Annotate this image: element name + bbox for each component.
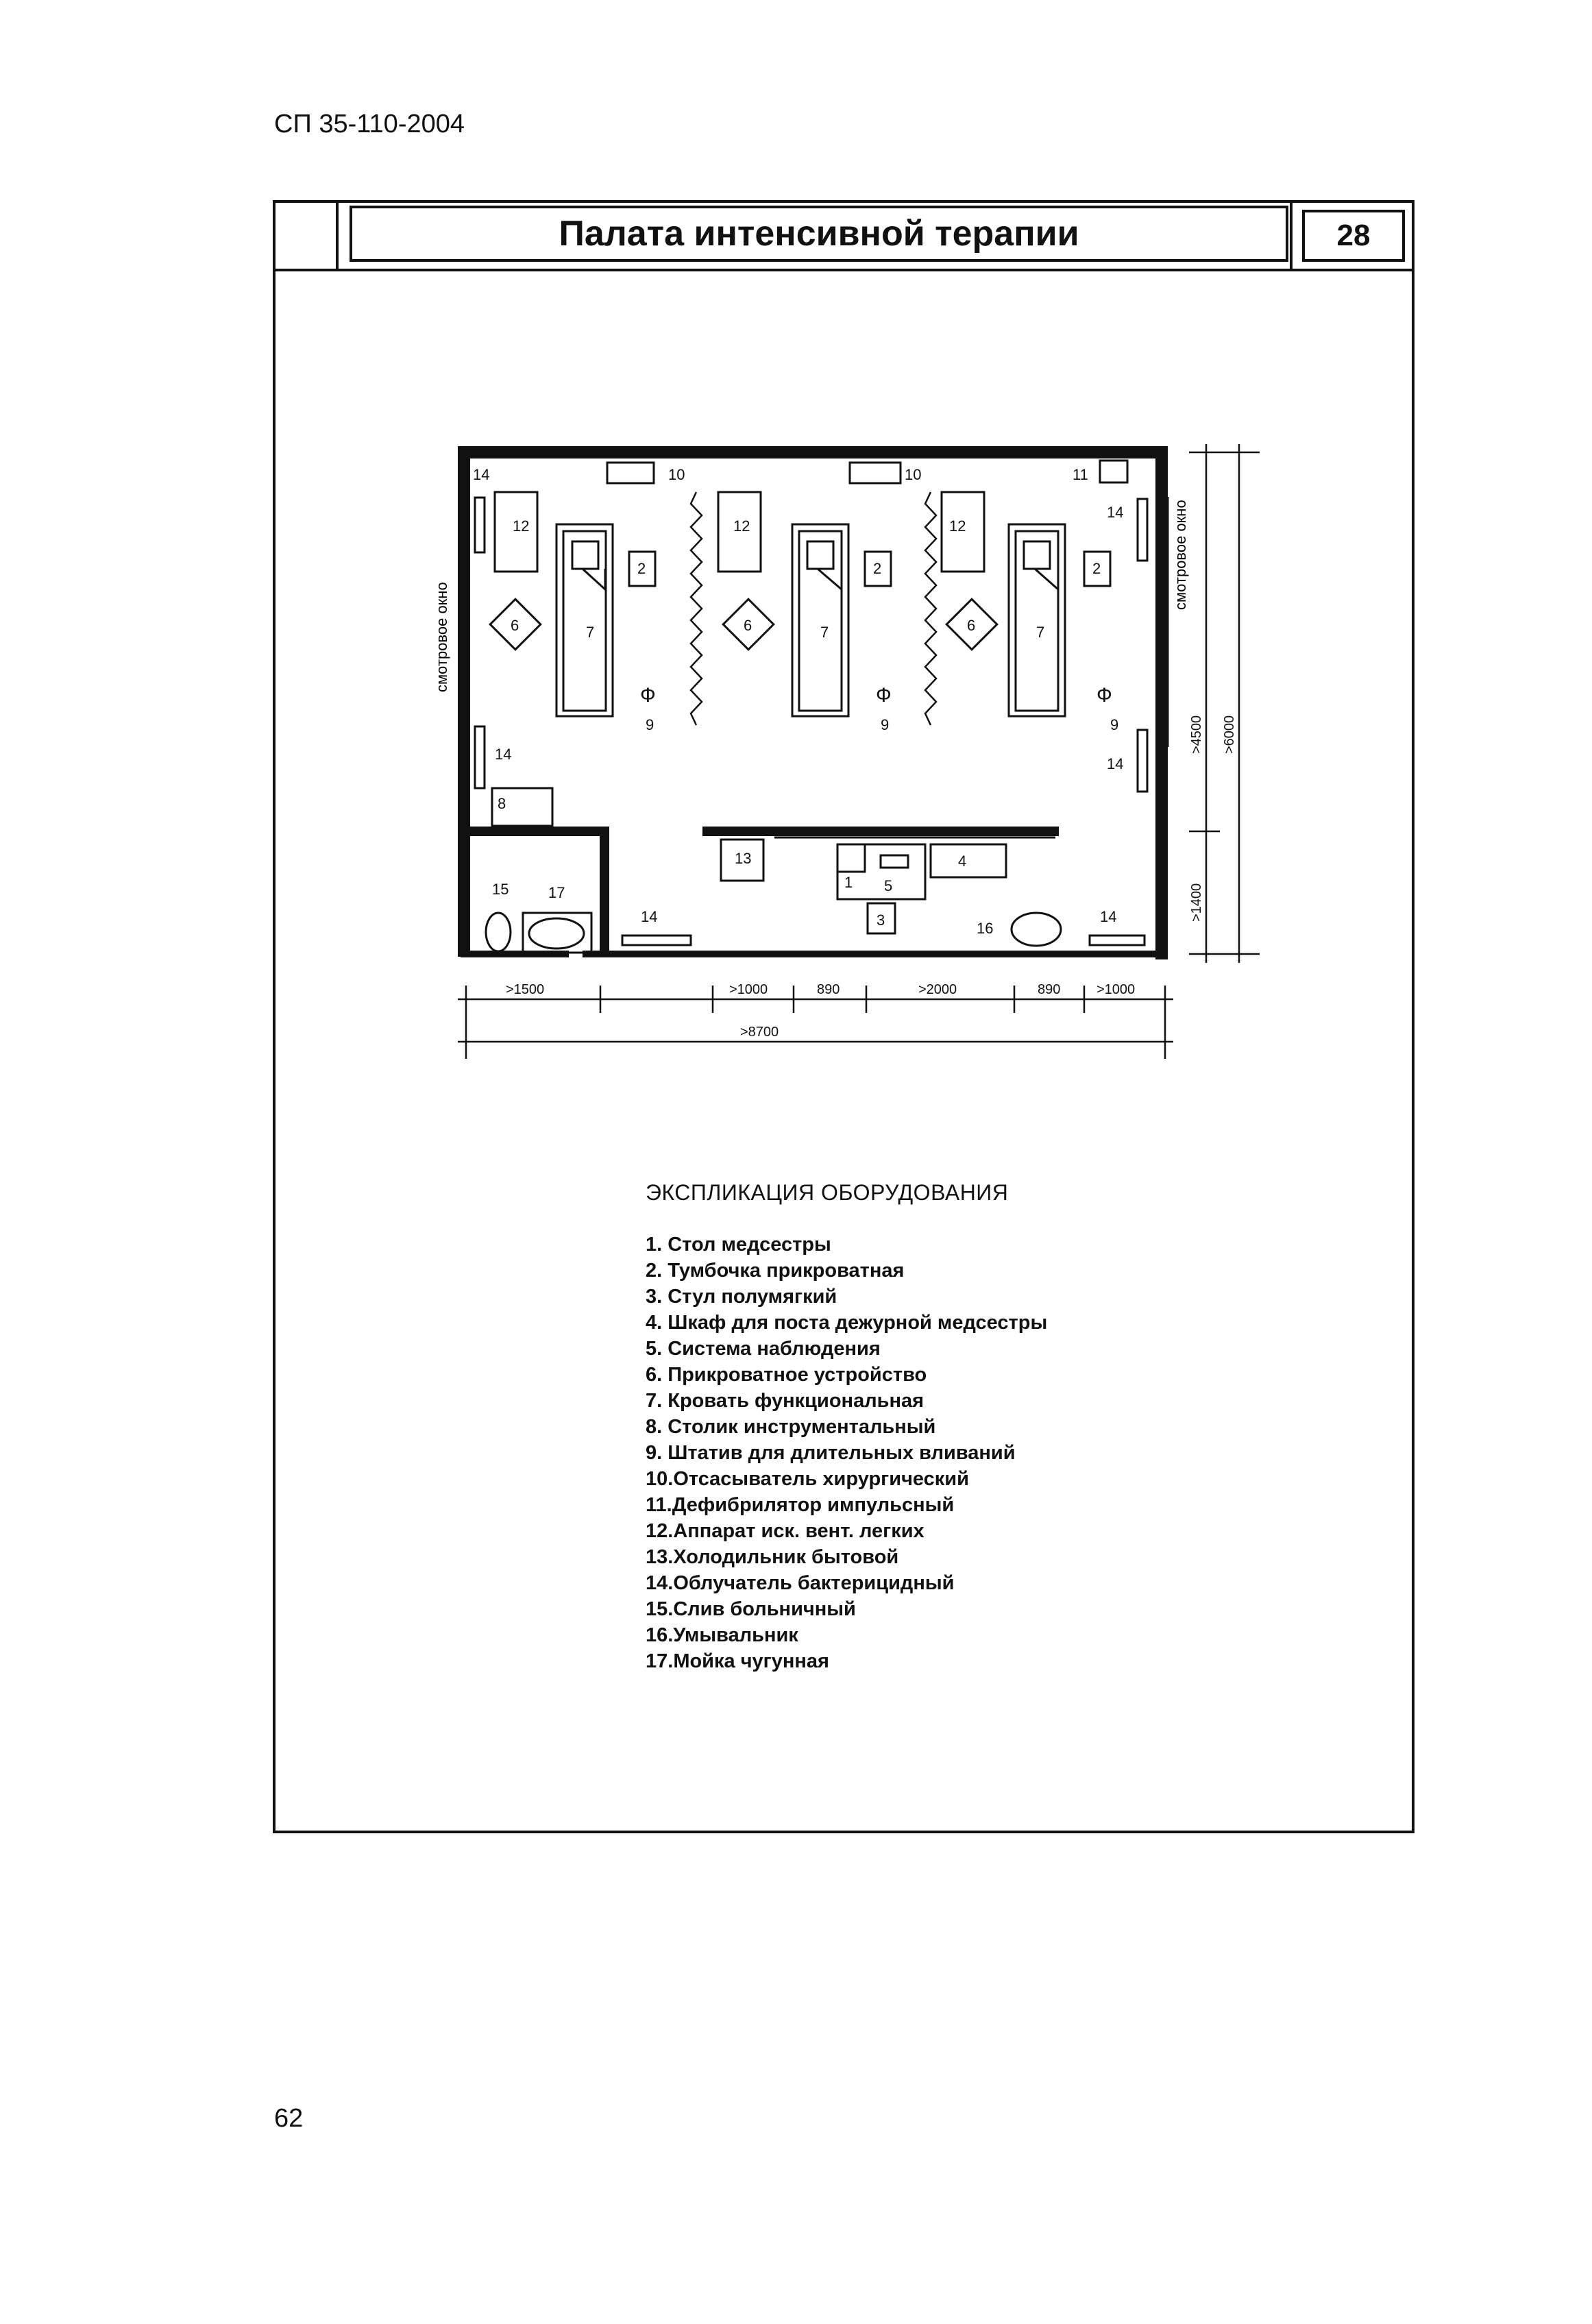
legend-item: 17.Мойка чугунная [646, 1650, 829, 1672]
mark-14: 14 [1107, 504, 1123, 521]
sheet-number-cell: 28 [1290, 203, 1415, 269]
bed-zones [485, 491, 1146, 954]
dim-8700: >8700 [740, 1025, 779, 1040]
stand-symbol: Ф [1097, 684, 1112, 707]
mark-12: 12 [949, 517, 966, 535]
equipment-legend: ЭКСПЛИКАЦИЯ ОБОРУДОВАНИЯ 1. Стол медсест… [646, 1180, 1047, 1674]
mark-14: 14 [473, 466, 489, 483]
mark-16: 16 [977, 920, 993, 937]
mark-5: 5 [884, 877, 892, 894]
legend-item: 1. Стол медсестры [646, 1234, 831, 1256]
mark-11: 11 [1073, 466, 1088, 483]
dim-1400: >1400 [1189, 883, 1204, 922]
sheet-number: 28 [1302, 210, 1405, 262]
legend-item: 5. Система наблюдения [646, 1338, 881, 1360]
legend-item: 12.Аппарат иск. вент. легких [646, 1520, 924, 1542]
header-left-cell [275, 203, 339, 269]
dim-1500: >1500 [506, 982, 544, 997]
legend-item: 14.Облучатель бактерицидный [646, 1572, 955, 1594]
mark-2: 2 [1092, 560, 1101, 577]
legend-list: 1. Стол медсестры 2. Тумбочка прикроватн… [646, 1232, 1047, 1674]
legend-item: 9. Штатив для длительных вливаний [646, 1442, 1016, 1464]
mark-1: 1 [844, 874, 853, 891]
mark-7: 7 [586, 624, 594, 641]
mark-7: 7 [1036, 624, 1044, 641]
mark-7: 7 [820, 624, 829, 641]
mark-6: 6 [744, 617, 752, 634]
mark-14: 14 [641, 908, 657, 925]
legend-item: 10.Отсасыватель хирургический [646, 1468, 969, 1490]
top-equipment [606, 459, 1129, 485]
mark-6: 6 [511, 617, 519, 634]
mark-2: 2 [873, 560, 881, 577]
mark-8: 8 [498, 795, 506, 812]
stand-symbol: Ф [876, 684, 892, 707]
window-label-right: смотровое окно [1172, 500, 1189, 610]
legend-item: 15.Слив больничный [646, 1598, 856, 1620]
plan-marks: 14 10 10 11 14 12 12 12 2 2 2 6 6 6 7 7 … [473, 466, 1123, 937]
dim-4500: >4500 [1189, 715, 1204, 754]
partition-walls [461, 827, 1059, 956]
dim-1000-left: >1000 [729, 982, 768, 997]
mark-17: 17 [548, 884, 565, 901]
mark-2: 2 [637, 560, 646, 577]
legend-item: 11.Дефибрилятор импульсный [646, 1494, 955, 1516]
mark-12: 12 [733, 517, 750, 535]
mark-9: 9 [881, 716, 889, 733]
dimension-labels-bottom: >1500 >1000 890 >2000 890 >1000 >8700 [506, 982, 1135, 1040]
mark-13: 13 [735, 850, 751, 867]
legend-title: ЭКСПЛИКАЦИЯ ОБОРУДОВАНИЯ [646, 1180, 1009, 1205]
mark-10: 10 [668, 466, 685, 483]
mark-9: 9 [646, 716, 654, 733]
legend-item: 16.Умывальник [646, 1624, 798, 1646]
mark-3: 3 [877, 912, 885, 929]
legend-item: 13.Холодильник бытовой [646, 1546, 899, 1568]
mark-12: 12 [513, 517, 529, 535]
dim-890-left: 890 [817, 982, 840, 997]
document-code: СП 35-110-2004 [274, 110, 465, 138]
legend-item: 2. Тумбочка прикроватная [646, 1260, 905, 1282]
mark-6: 6 [967, 617, 975, 634]
dims-bottom [458, 986, 1173, 1059]
legend-item: 8. Столик инструментальный [646, 1416, 936, 1438]
bed-heads [581, 567, 1060, 592]
window-label-left: смотровое окно [433, 582, 450, 692]
mark-14: 14 [495, 746, 511, 763]
legend-item: 7. Кровать функциональная [646, 1390, 924, 1412]
dims-right [1189, 444, 1260, 963]
curtains [689, 491, 938, 726]
mark-15: 15 [492, 881, 509, 898]
sheet-frame [273, 200, 1415, 1833]
mark-14: 14 [1100, 908, 1116, 925]
mark-10: 10 [905, 466, 921, 483]
dim-6000: >6000 [1222, 715, 1237, 754]
dim-1000-right: >1000 [1097, 982, 1135, 997]
sheet-title: Палата интенсивной терапии [350, 206, 1288, 262]
windows [467, 496, 1169, 793]
dimension-labels-right: >4500 >1400 >6000 [1189, 715, 1237, 922]
legend-item: 3. Стул полумягкий [646, 1286, 837, 1308]
mark-9: 9 [1110, 716, 1118, 733]
outer-walls [458, 446, 1168, 959]
dim-890-right: 890 [1038, 982, 1060, 997]
sheet-header [275, 203, 1412, 271]
legend-item: 6. Прикроватное устройство [646, 1364, 927, 1386]
mark-14: 14 [1107, 755, 1123, 772]
stand-symbol: Ф [640, 684, 656, 707]
legend-item: 4. Шкаф для поста дежурной медсестры [646, 1312, 1048, 1334]
mark-4: 4 [958, 853, 966, 870]
page-number: 62 [274, 2104, 304, 2133]
dim-2000: >2000 [918, 982, 957, 997]
sheet-number-text: 28 [1336, 219, 1371, 252]
